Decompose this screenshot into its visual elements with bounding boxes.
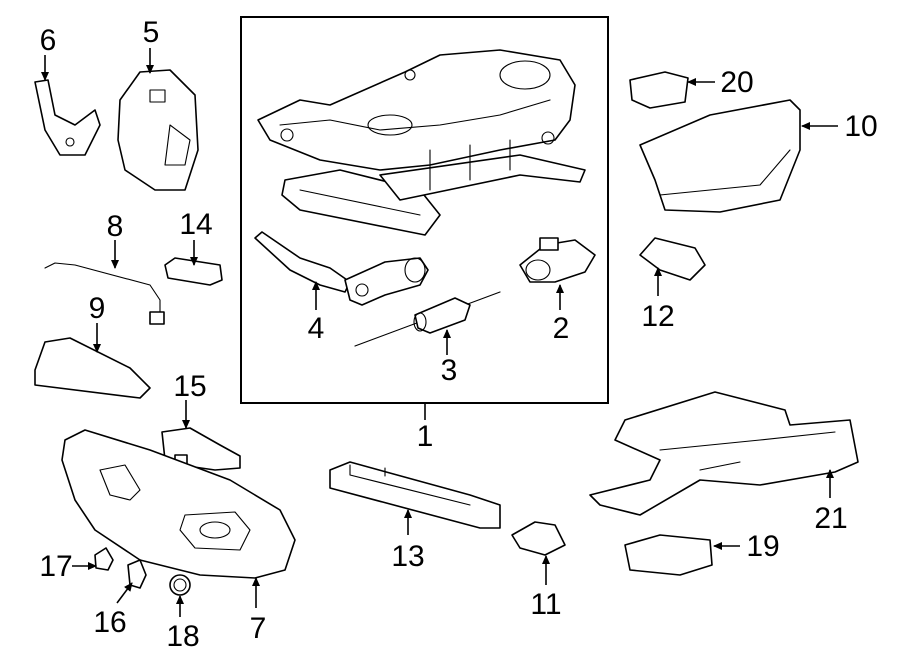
callout-9: 9 [89,292,106,325]
callout-4: 4 [308,312,325,345]
callout-13: 13 [391,540,424,573]
part-11-latch[interactable] [511,521,566,556]
callout-15: 15 [173,370,206,403]
callout-5: 5 [143,16,160,49]
callout-7: 7 [250,612,267,645]
part-19-module[interactable] [624,534,713,576]
part-1-seat-adjuster[interactable] [257,49,586,236]
assembly-frame [240,16,609,404]
part-18-cap[interactable] [169,574,191,596]
callout-labels: 6 5 8 14 9 15 4 3 2 1 20 10 12 13 11 19 … [39,16,877,653]
callout-17: 17 [39,550,72,583]
part-9-trim[interactable] [34,337,151,399]
callout-18: 18 [166,620,199,653]
callout-19: 19 [746,530,779,563]
part-16-knob[interactable] [127,559,147,589]
part-12-bracket[interactable] [639,237,706,281]
part-10-cushion-trim[interactable] [639,99,801,213]
part-21-seat-pan[interactable] [589,391,859,516]
callout-6: 6 [40,24,57,57]
callout-11: 11 [530,588,561,621]
part-5-side-panel[interactable] [117,69,199,191]
callout-3: 3 [441,354,458,387]
callout-1: 1 [417,420,434,453]
part-14-clip[interactable] [164,257,223,286]
part-13-track-cover[interactable] [329,461,501,529]
callout-2: 2 [553,312,570,345]
leader-lines [41,48,838,617]
callout-12: 12 [641,300,674,333]
part-17-knob[interactable] [94,547,114,571]
callout-21: 21 [814,502,847,535]
part-8-rod[interactable] [44,262,165,325]
part-6-bracket[interactable] [34,79,101,156]
part-4-recline-motor[interactable] [254,231,429,306]
part-7-side-shield[interactable] [61,429,296,579]
callout-14: 14 [179,208,212,241]
callout-10: 10 [844,110,877,143]
part-2-height-motor[interactable] [519,237,596,283]
callout-8: 8 [107,210,124,243]
callout-20: 20 [720,66,753,99]
part-20-connector[interactable] [629,71,689,109]
part-3-drive-motor[interactable] [354,291,501,347]
callout-16: 16 [93,606,126,639]
